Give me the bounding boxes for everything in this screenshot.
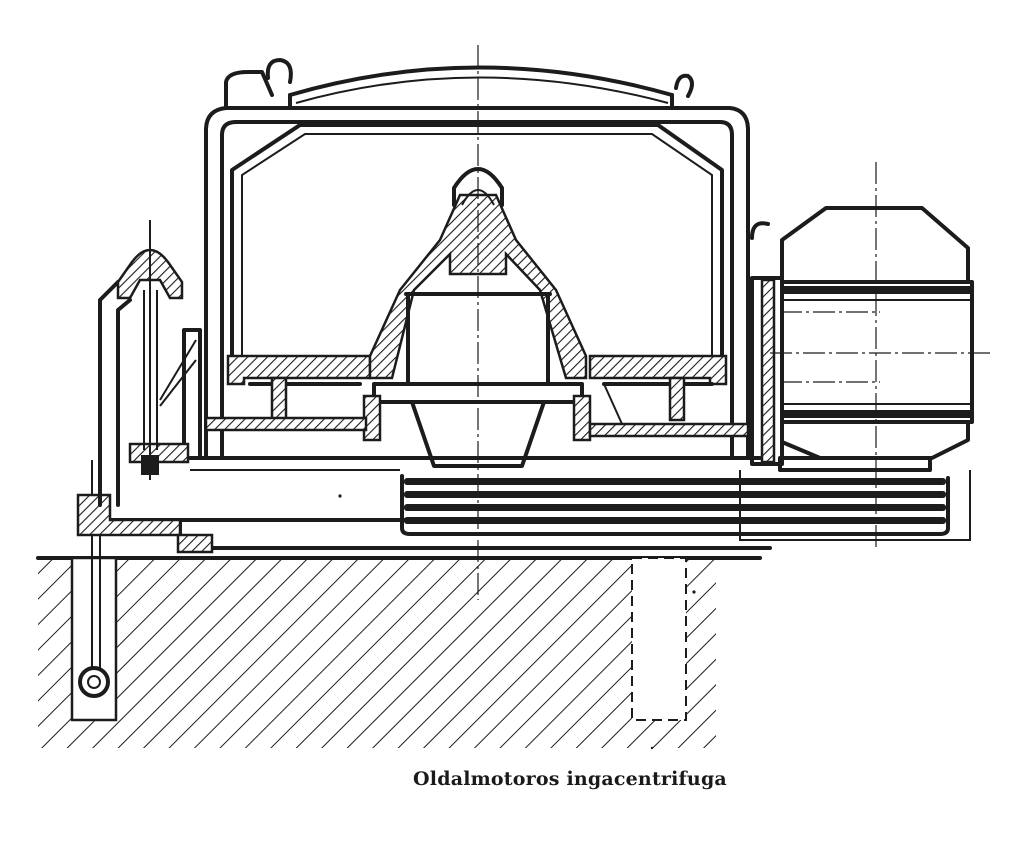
center-lines (477, 45, 990, 600)
drive-belts (400, 474, 950, 536)
scan-specks (338, 494, 696, 750)
anchor-pocket-left (70, 556, 118, 722)
side-motor (750, 206, 974, 472)
hub (204, 167, 750, 468)
foundation (36, 556, 762, 748)
pendulum-column (98, 220, 202, 507)
figure-caption: Oldalmotoros ingacentrifuga (413, 768, 727, 790)
anchor-pocket-right (631, 557, 687, 721)
basket (226, 123, 728, 386)
